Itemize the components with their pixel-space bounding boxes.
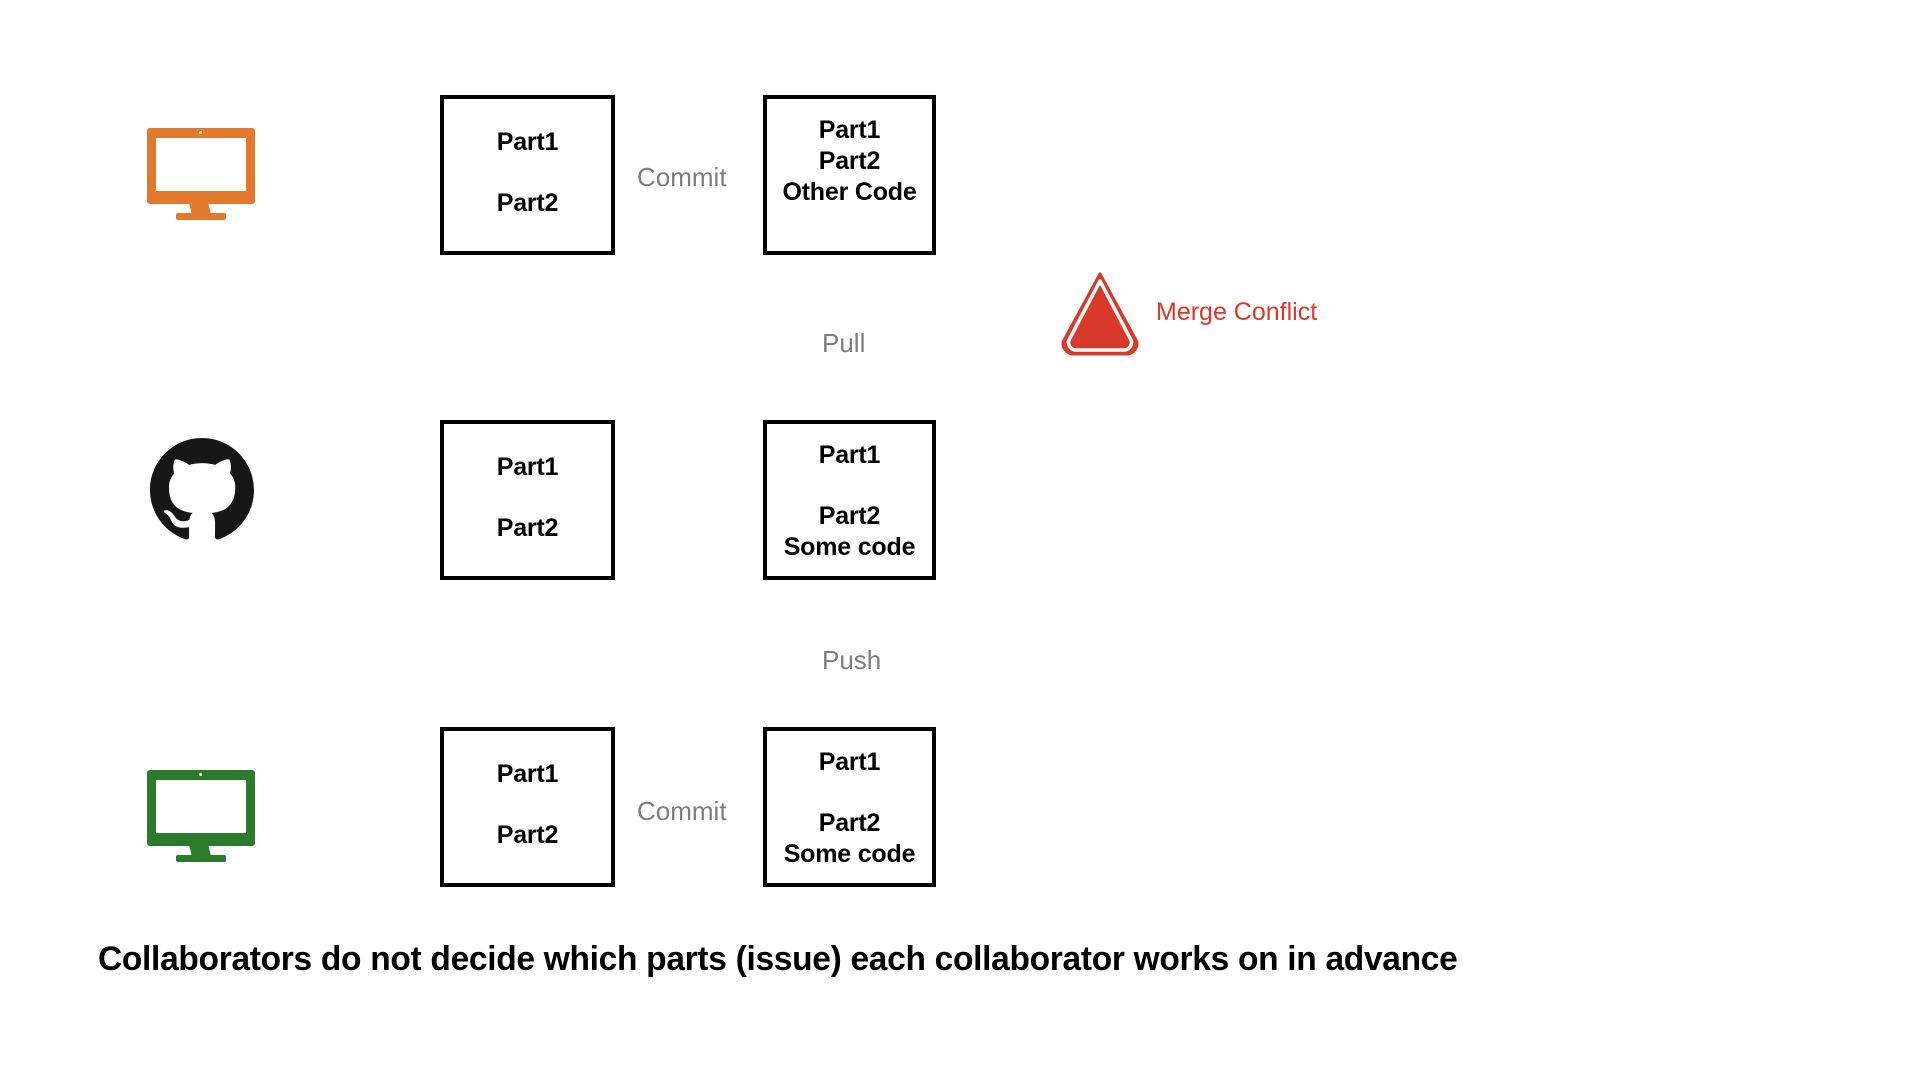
monitor-base (176, 213, 226, 220)
row2-remote-updated-code-box: Part1 Part2 Some code (763, 420, 936, 580)
code-line: Part2 (496, 189, 559, 217)
code-line: Some code (783, 840, 916, 868)
code-line: Part1 (496, 453, 559, 481)
monitor-neck (189, 845, 213, 856)
row3-committed-code-box: Part1 Part2 Some code (763, 727, 936, 887)
code-line: Part2 (496, 514, 559, 542)
merge-conflict-group: Merge Conflict (1058, 268, 1478, 364)
action-label-commit-top: Commit (637, 162, 727, 192)
code-line: Some code (783, 533, 916, 561)
code-line: Part2 (496, 821, 559, 849)
code-line: Part2 (818, 809, 881, 837)
code-line: Part1 (496, 128, 559, 156)
code-line: Part1 (818, 748, 881, 776)
monitor-screen (147, 128, 255, 204)
code-line: Part1 (818, 116, 881, 144)
merge-conflict-label: Merge Conflict (1156, 298, 1318, 326)
warning-triangle-icon (1058, 268, 1142, 360)
monitor-camera-dot (199, 131, 202, 134)
row1-committed-code-box: Part1 Part2 Other Code (763, 95, 936, 255)
green-desktop-monitor-icon (147, 770, 255, 862)
code-line: Part1 (496, 760, 559, 788)
action-label-pull: Pull (822, 328, 866, 358)
code-line: Other Code (782, 178, 917, 206)
code-line: Part2 (818, 147, 881, 175)
row1-local-code-box: Part1 Part2 (440, 95, 615, 255)
action-label-commit-bottom: Commit (637, 796, 727, 826)
row3-local-code-box: Part1 Part2 (440, 727, 615, 887)
diagram-caption: Collaborators do not decide which parts … (98, 940, 1458, 978)
monitor-base (176, 855, 226, 862)
orange-desktop-monitor-icon (147, 128, 255, 220)
row2-remote-base-code-box: Part1 Part2 (440, 420, 615, 580)
monitor-camera-dot (199, 773, 202, 776)
monitor-neck (189, 203, 213, 214)
github-logo-icon (150, 438, 254, 542)
code-line: Part1 (818, 441, 881, 469)
monitor-screen (147, 770, 255, 846)
code-line: Part2 (818, 502, 881, 530)
action-label-push: Push (822, 645, 882, 675)
